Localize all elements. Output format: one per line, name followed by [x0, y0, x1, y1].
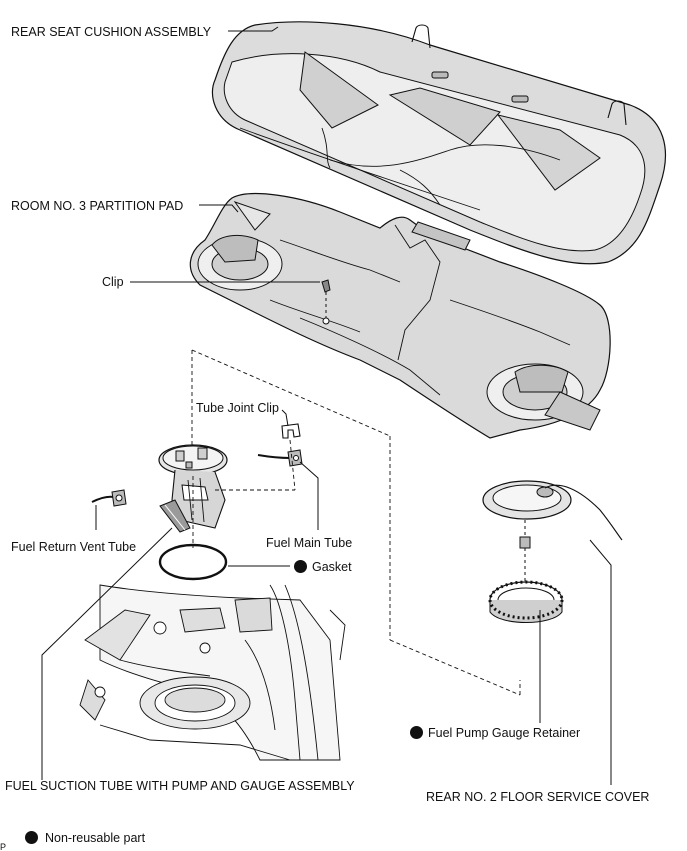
label-tube-joint-clip: Tube Joint Clip [196, 401, 279, 415]
gasket-drawing [158, 543, 228, 581]
fuel-main-tube-drawing [257, 449, 303, 467]
fuel-pump-assembly-drawing [158, 444, 228, 533]
rear-seat-cushion-drawing [211, 21, 666, 265]
label-room-partition-pad: ROOM NO. 3 PARTITION PAD [11, 199, 184, 213]
label-fuel-suction-tube: FUEL SUCTION TUBE WITH PUMP AND GAUGE AS… [5, 779, 355, 793]
fuel-return-vent-tube-drawing [91, 489, 127, 507]
legend-non-reusable-label: Non-reusable part [45, 831, 146, 845]
label-clip: Clip [102, 275, 124, 289]
legend-non-reusable-icon [25, 831, 38, 844]
label-fuel-pump-gauge-retainer: Fuel Pump Gauge Retainer [428, 726, 581, 740]
label-rear-floor-service-cover: REAR NO. 2 FLOOR SERVICE COVER [426, 790, 650, 804]
label-fuel-main-tube: Fuel Main Tube [266, 536, 353, 550]
partition-pad-drawing [189, 193, 611, 439]
label-fuel-return-vent-tube: Fuel Return Vent Tube [11, 540, 137, 554]
non-reusable-marker-icon [294, 560, 307, 573]
leader-lines [41, 26, 612, 785]
vehicle-floor-drawing [79, 584, 346, 761]
tube-joint-clip-drawing [281, 423, 301, 439]
retainer-ring-drawing [488, 580, 564, 623]
service-cover-drawing [482, 480, 623, 590]
label-gasket: Gasket [312, 560, 352, 574]
clip-drawing [321, 279, 331, 325]
assembly-dashed-lines [191, 349, 521, 696]
non-reusable-marker-icon [410, 726, 423, 739]
corner-mark: P [0, 842, 7, 851]
label-rear-seat-cushion: REAR SEAT CUSHION ASSEMBLY [11, 25, 212, 39]
